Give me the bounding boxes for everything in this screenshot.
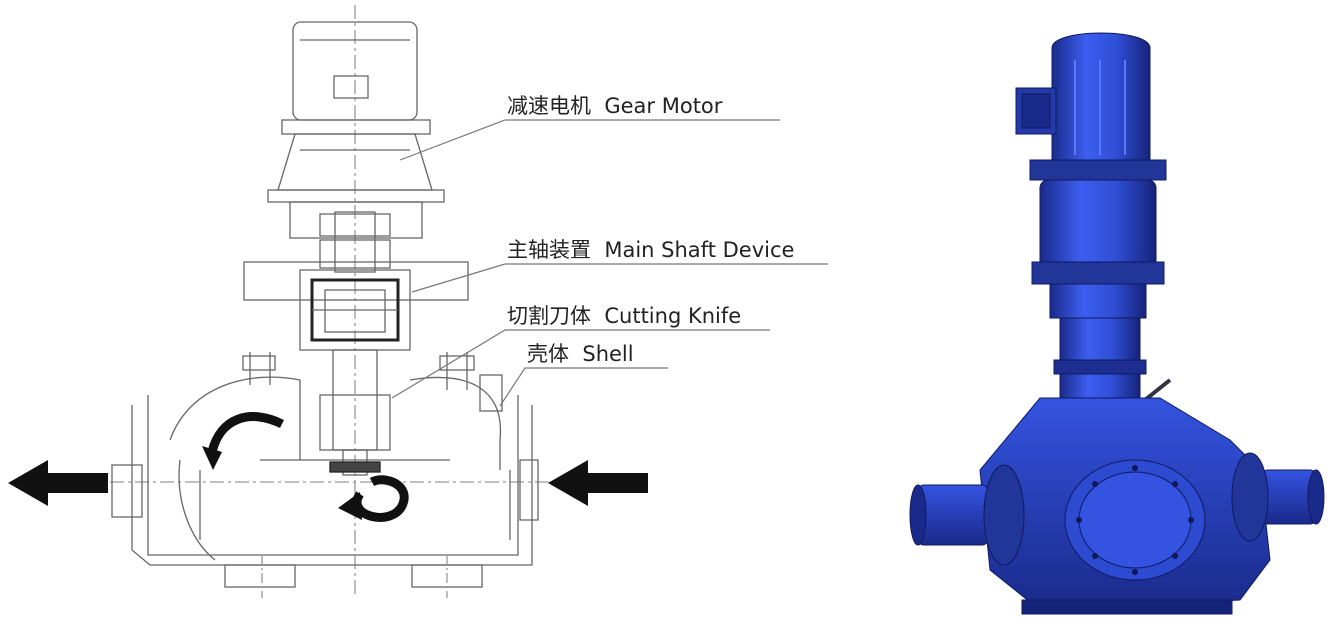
shaft-drawing — [319, 349, 391, 476]
cross-section-drawing — [110, 5, 560, 598]
callout-gear-motor: 减速电机 Gear Motor — [507, 94, 723, 118]
inlet-arrow-icon — [548, 460, 648, 506]
callout-leaders — [391, 119, 828, 407]
outlet-arrow-icon — [8, 460, 108, 506]
callout-main-shaft-device: 主轴装置 Main Shaft Device — [507, 238, 795, 262]
rotation-arrows — [202, 412, 409, 522]
callout-shell: 壳体 Shell — [527, 342, 634, 366]
product-photo — [909, 32, 1325, 615]
shell-drawing — [111, 352, 539, 598]
flow-arrows — [8, 460, 648, 506]
gear-motor-drawing — [267, 21, 445, 239]
callout-cutting-knife: 切割刀体 Cutting Knife — [507, 304, 742, 328]
main-shaft-drawing — [243, 211, 469, 351]
